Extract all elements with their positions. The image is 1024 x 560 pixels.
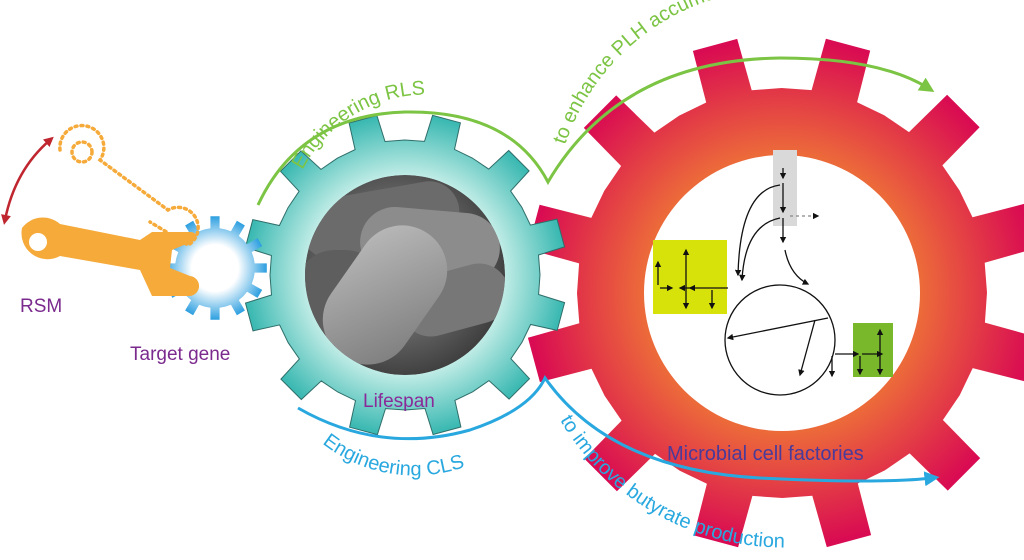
wrench-icon bbox=[21, 217, 200, 297]
rsm-label: RSM bbox=[20, 296, 62, 317]
grey-module-box bbox=[773, 150, 797, 226]
wrench-ghost-icon bbox=[58, 123, 200, 248]
cls-pathway-arrow bbox=[297, 375, 940, 487]
target-gene-label: Target gene bbox=[130, 344, 230, 365]
bacteria-sem-image bbox=[305, 175, 505, 375]
swing-arrow-icon bbox=[1, 136, 54, 225]
rls-pathway-arrow bbox=[256, 56, 935, 206]
metabolic-network-diagram bbox=[653, 150, 893, 396]
red-gear-icon bbox=[527, 38, 1024, 548]
microbial-cell-factories-label: Microbial cell factories bbox=[667, 443, 864, 465]
yellow-module-box bbox=[653, 240, 727, 314]
green-module-box bbox=[853, 323, 893, 377]
lifespan-label: Lifespan bbox=[363, 391, 435, 412]
